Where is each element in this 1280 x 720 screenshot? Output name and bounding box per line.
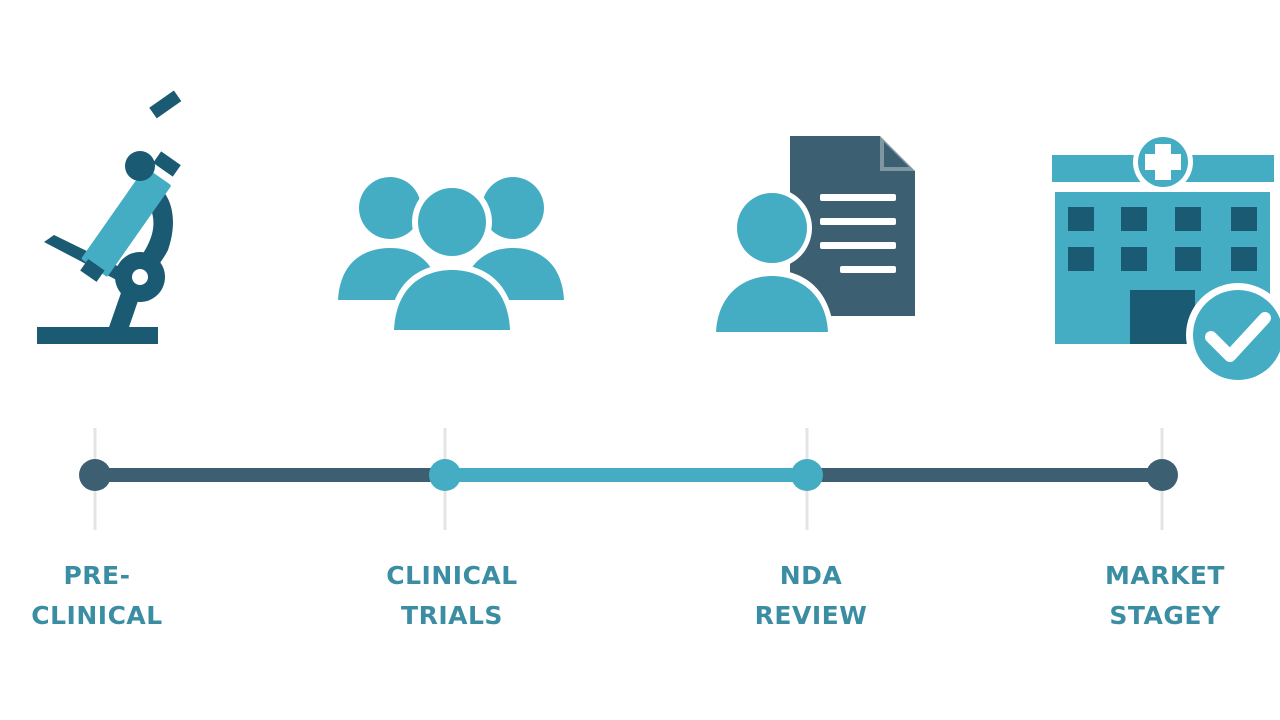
stage-label-line-2: REVIEW (754, 601, 868, 630)
stage-label-line-1: NDA (779, 561, 843, 590)
stage-label-line-1: PRE- (63, 561, 131, 590)
timeline (79, 428, 1178, 530)
timeline-node-clinical (429, 459, 461, 491)
microscope-icon (37, 90, 182, 344)
timeline-node-preclinical (79, 459, 111, 491)
stage-label-line-1: CLINICAL (386, 561, 518, 590)
timeline-node-nda (791, 459, 823, 491)
stage-label-preclinical: PRE- CLINICAL (0, 556, 207, 636)
timeline-node-market (1146, 459, 1178, 491)
people-group-icon (338, 177, 564, 334)
person-document-icon (710, 136, 915, 336)
stage-label-line-1: MARKET (1105, 561, 1225, 590)
stage-label-line-2: TRIALS (401, 601, 503, 630)
stage-label-line-2: CLINICAL (31, 601, 163, 630)
stage-label-clinical-trials: CLINICAL TRIALS (342, 556, 562, 636)
stage-label-line-2: STAGEY (1109, 601, 1221, 630)
hospital-checkmark-icon (1052, 132, 1280, 387)
stage-label-market: MARKET STAGEY (1055, 556, 1275, 636)
stage-label-nda-review: NDA REVIEW (701, 556, 921, 636)
